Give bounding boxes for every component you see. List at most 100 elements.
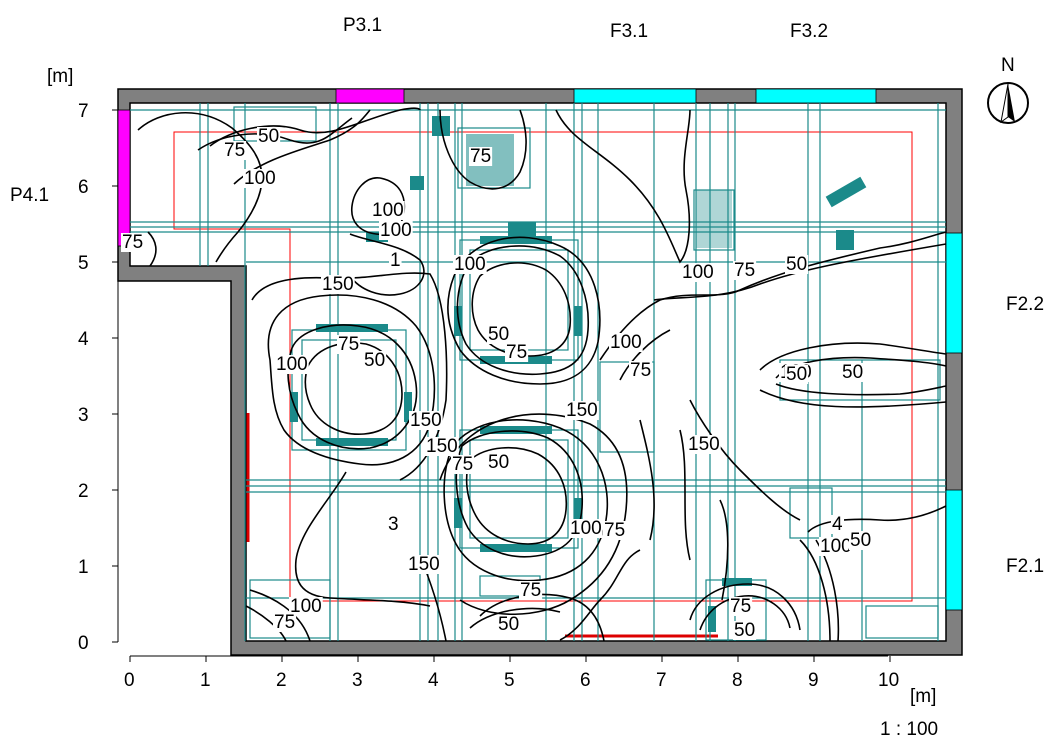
contour-label-bg <box>223 141 247 160</box>
y-tick-5: 5 <box>78 253 89 274</box>
contour-label-bg <box>121 233 145 252</box>
north-arrow-icon: N <box>987 55 1029 124</box>
y-tick-3: 3 <box>78 405 89 426</box>
contour-label: 100 <box>244 168 276 189</box>
x-axis: 0 1 2 3 4 5 6 7 8 9 10 [m] 1 : 100 <box>124 655 938 740</box>
contour-label-bg <box>387 515 400 534</box>
contour-label-bg <box>687 435 721 454</box>
contour-label: 3 <box>388 514 399 535</box>
x-tick-0: 0 <box>124 670 135 691</box>
x-tick-3: 3 <box>352 670 363 691</box>
contour-label: 150 <box>408 554 440 575</box>
contour-label: 50 <box>364 350 385 371</box>
contour-label: 100 <box>682 262 714 283</box>
contour-label: 150 <box>426 436 458 457</box>
room-walls <box>117 88 963 656</box>
contour-label-bg <box>629 361 653 380</box>
contour-label: 50 <box>488 452 509 473</box>
contour-label: 100 <box>570 518 602 539</box>
contour-label-bg <box>733 261 757 280</box>
contour-label: 150 <box>566 400 598 421</box>
contour-label: 150 <box>688 434 720 455</box>
contour-label-bg <box>819 537 853 556</box>
contour-label: 50 <box>842 362 863 383</box>
contour-label: 75 <box>604 520 625 541</box>
contour-label: 100 <box>454 254 486 275</box>
contour-label-bg <box>363 351 387 370</box>
y-tick-6: 6 <box>78 177 89 198</box>
label-f2-1: F2.1 <box>1006 556 1044 577</box>
contour-label: 100 <box>610 332 642 353</box>
y-tick-0: 0 <box>78 633 89 654</box>
contour-label-bg <box>519 581 543 600</box>
contour-label: 4 <box>832 514 843 535</box>
x-tick-9: 9 <box>808 670 819 691</box>
contour-label-bg <box>337 335 361 354</box>
x-tick-10: 10 <box>878 670 899 691</box>
contour-label-bg <box>849 531 873 550</box>
contour-label-bg <box>407 555 441 574</box>
contour-label-bg <box>609 333 643 352</box>
y-unit-label: [m] <box>47 66 73 87</box>
contour-label-bg <box>389 251 402 270</box>
contour-label-bg <box>603 521 627 540</box>
contour-label-bg <box>785 365 809 384</box>
contour-label-bg <box>785 255 809 274</box>
contour-label: 75 <box>224 140 245 161</box>
y-tick-1: 1 <box>78 557 89 578</box>
label-p3-1: P3.1 <box>343 15 382 36</box>
x-tick-7: 7 <box>656 670 667 691</box>
contour-label: 50 <box>258 126 279 147</box>
contour-label-bg <box>451 455 475 474</box>
contour-label: 100 <box>290 596 322 617</box>
contour-label-bg <box>505 343 529 362</box>
door-p3-1 <box>335 88 405 104</box>
contour-label-bg <box>565 401 599 420</box>
x-tick-6: 6 <box>580 670 591 691</box>
contour-label-bg <box>409 411 443 430</box>
x-unit-label: [m] <box>910 686 936 707</box>
label-f2-2: F2.2 <box>1006 294 1044 315</box>
contour-label: 100 <box>820 536 852 557</box>
contour-label: 75 <box>506 342 527 363</box>
contour-label: 50 <box>488 324 509 345</box>
x-tick-4: 4 <box>428 670 439 691</box>
contour-label: 75 <box>734 260 755 281</box>
contour-label: 150 <box>322 274 354 295</box>
contour-label: 150 <box>410 410 442 431</box>
contour-label-bg <box>487 453 511 472</box>
contour-label-bg <box>733 621 757 640</box>
window-f2-2 <box>945 232 963 354</box>
y-tick-4: 4 <box>78 329 89 350</box>
contour-label: 100 <box>276 354 308 375</box>
contour-label-bg <box>681 263 715 282</box>
label-p4-1: P4.1 <box>10 185 49 206</box>
x-tick-8: 8 <box>732 670 743 691</box>
contour-label: 100 <box>372 200 404 221</box>
contour-labels: 50 75 100 100 75 150 1 100 50 75 100 75 … <box>121 126 873 641</box>
window-f3-2 <box>755 88 877 104</box>
contour-label: 75 <box>470 146 491 167</box>
contour-label: 50 <box>734 620 755 641</box>
contour-label-bg <box>841 363 865 382</box>
contour-label: 75 <box>730 596 751 617</box>
contour-label: 75 <box>338 334 359 355</box>
x-tick-2: 2 <box>276 670 287 691</box>
contour-label: 100 <box>380 220 412 241</box>
contour-label: 50 <box>786 364 807 385</box>
y-axis: [m] 0 1 2 3 4 5 6 7 <box>47 66 119 654</box>
label-f3-1: F3.1 <box>610 21 648 42</box>
contour-label-bg <box>321 275 355 294</box>
contour-label-bg <box>831 515 844 534</box>
scale-label: 1 : 100 <box>880 719 938 740</box>
contour-label-bg <box>469 147 493 166</box>
contour-label-bg <box>275 355 309 374</box>
contour-label: 75 <box>122 232 143 253</box>
contour-label-bg <box>371 201 405 220</box>
contour-label-bg <box>569 519 603 538</box>
contour-label-bg <box>453 255 487 274</box>
x-tick-5: 5 <box>504 670 515 691</box>
contour-label: 50 <box>850 530 871 551</box>
contour-label-bg <box>243 169 277 188</box>
y-tick-2: 2 <box>78 481 89 502</box>
